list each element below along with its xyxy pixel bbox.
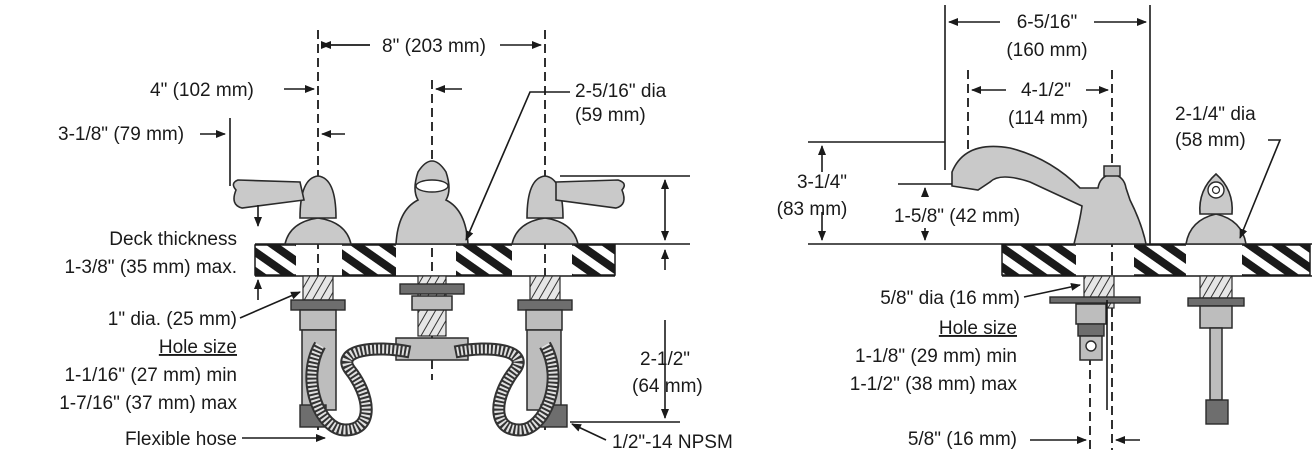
shank-dia-label: 1" dia. (25 mm) <box>108 309 237 330</box>
right-hole-size-min: 1-1/8" (29 mm) min <box>855 346 1017 367</box>
dim-height-line1: 3-1/4" <box>797 172 847 193</box>
dim-spout-dia-line2: (59 mm) <box>575 105 646 126</box>
npsm-label: 1/2"-14 NPSM <box>612 432 733 453</box>
dim-spout-dia-line1: 2-5/16" dia <box>575 81 667 102</box>
hole-size-title: Hole size <box>159 337 237 358</box>
right-deck <box>808 243 1312 277</box>
dim-overall-line2: (160 mm) <box>1006 40 1087 61</box>
dim-spout-height: 1-5/8" (42 mm) <box>894 206 1020 227</box>
dim-reach-line1: 4-1/2" <box>1021 80 1071 101</box>
dim-height-line2: (83 mm) <box>777 199 848 220</box>
hole-size-max: 1-7/16" (37 mm) max <box>59 393 237 414</box>
left-handle-valve <box>232 175 353 428</box>
right-hole-size-max: 1-1/2" (38 mm) max <box>850 374 1018 395</box>
right-handle-valve <box>510 175 626 428</box>
right-view: 6-5/16" (160 mm) 4-1/2" (114 mm) 3-1/4" … <box>777 5 1312 450</box>
shank-length-line2: (64 mm) <box>632 376 703 397</box>
dim-reach-line2: (114 mm) <box>1008 108 1088 129</box>
deck-thickness-label: Deck thickness <box>109 229 237 250</box>
hole-size-min: 1-1/16" (27 mm) min <box>64 365 237 386</box>
flexible-hose-left <box>305 341 412 437</box>
dim-half-spacing: 4" (102 mm) <box>150 80 254 101</box>
dim-handle-offset: 3-1/8" (79 mm) <box>58 124 184 145</box>
dim-center-spacing: 8" (203 mm) <box>382 36 486 57</box>
side-view-faucet <box>951 145 1147 410</box>
spout <box>395 160 469 361</box>
left-deck <box>254 243 690 277</box>
flexible-hose-right <box>453 341 560 437</box>
bottom-dim-label: 5/8" (16 mm) <box>908 429 1017 450</box>
spray-dia-line1: 2-1/4" dia <box>1175 104 1256 125</box>
spray-dia-line2: (58 mm) <box>1175 130 1246 151</box>
flexible-hose-label: Flexible hose <box>125 429 237 450</box>
right-hole-size-title: Hole size <box>939 318 1017 339</box>
left-view: 8" (203 mm) 4" (102 mm) 3-1/8" (79 mm) 2… <box>58 30 733 453</box>
shank-length-line1: 2-1/2" <box>640 349 690 370</box>
dim-overall-line1: 6-5/16" <box>1017 12 1078 33</box>
right-shank-dia: 5/8" dia (16 mm) <box>880 288 1020 309</box>
deck-thickness-max: 1-3/8" (35 mm) max. <box>64 257 237 278</box>
side-spray <box>1185 172 1247 425</box>
